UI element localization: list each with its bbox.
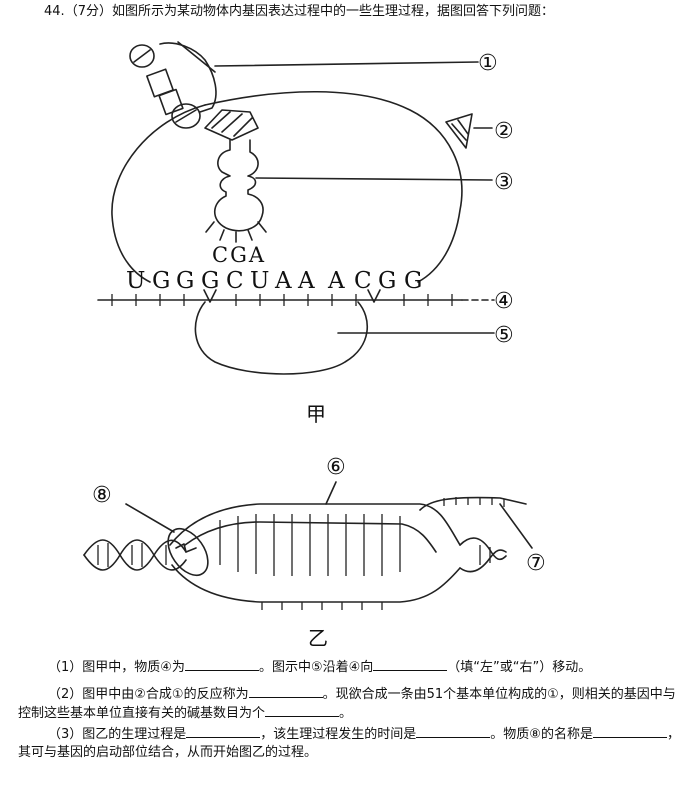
label-5: ⑤ bbox=[494, 323, 514, 348]
q3-text-b: ，该生理过程发生的时间是 bbox=[260, 727, 417, 742]
ribosome-top-arc bbox=[204, 90, 463, 283]
label-1: ① bbox=[478, 51, 498, 76]
mrna-base: G bbox=[201, 268, 219, 294]
rna-inner bbox=[184, 521, 437, 553]
label-6: ⑥ bbox=[326, 455, 346, 480]
question-stem: 44.（7分）如图所示为某动物体内基因表达过程中的一些生理过程，据图回答下列问题… bbox=[18, 2, 678, 21]
figures-svg: CGA U G G G C U A A A C G G ① ② ③ ④ ⑤ ⑥ … bbox=[83, 41, 546, 610]
q1-blank-1[interactable] bbox=[184, 658, 259, 671]
amino-acid-1 bbox=[129, 44, 155, 68]
q1-blank-2[interactable] bbox=[373, 658, 448, 671]
bubble-bottom bbox=[171, 564, 461, 603]
bubble-top bbox=[169, 503, 461, 546]
sub-question-2: （2）图甲中由②合成①的反应称为。现欲合成一条由51个基本单位构成的①，则相关的… bbox=[18, 685, 682, 723]
mrna-base: A bbox=[327, 268, 345, 294]
amino-acid-4 bbox=[171, 103, 201, 129]
mrna-base: A bbox=[297, 268, 315, 294]
question-points: （7分） bbox=[64, 4, 112, 19]
rna-transcript bbox=[419, 496, 527, 511]
q1-text-b: 。图示中⑤沿着④向 bbox=[258, 660, 374, 675]
q3-text-d: ，其可与基因的启动部位结合，从而开始图乙的过程。 bbox=[18, 727, 680, 760]
question-number: 44. bbox=[44, 4, 65, 19]
sub-question-3: （3）图乙的生理过程是 ，该生理过程发生的时间是 。物质⑧的名称是，其可与基因的启动… bbox=[18, 725, 682, 762]
dna-right-strand-a bbox=[459, 537, 507, 561]
q3-text-a: （3）图乙的生理过程是 bbox=[48, 727, 187, 742]
dna-left-strand-b bbox=[83, 539, 187, 571]
mrna-base: U bbox=[250, 268, 269, 294]
q2-text-a: （2）图甲中由②合成①的反应称为 bbox=[48, 687, 249, 702]
mrna-base: G bbox=[152, 268, 170, 294]
figure-b-caption: 乙 bbox=[308, 626, 328, 650]
q3-blank-3[interactable] bbox=[592, 725, 667, 738]
q1-text-a: （1）图甲中，物质④为 bbox=[48, 660, 185, 675]
base-pair-rungs bbox=[97, 497, 505, 610]
label-8: ⑧ bbox=[92, 483, 112, 508]
amino-acid-3 bbox=[158, 88, 184, 116]
q3-blank-1[interactable] bbox=[186, 725, 261, 738]
dna-right-strand-b bbox=[459, 549, 507, 573]
pointer-1 bbox=[214, 61, 479, 67]
figure-a-caption: 甲 bbox=[306, 402, 326, 426]
pointer-3 bbox=[255, 177, 493, 181]
mrna-base: C bbox=[226, 268, 244, 294]
label-4: ④ bbox=[494, 289, 514, 314]
mrna-base: C bbox=[354, 268, 372, 294]
pointer-8 bbox=[125, 503, 175, 533]
trna-anticodon: CGA bbox=[212, 243, 266, 267]
q1-text-c: （填“左”或“右”）移动。 bbox=[447, 660, 592, 675]
peptide-enclosure bbox=[159, 42, 217, 113]
mrna-ticks bbox=[111, 294, 453, 306]
figure-labels: ① ② ③ ④ ⑤ ⑥ ⑦ ⑧ bbox=[92, 51, 546, 576]
q2-blank-1[interactable] bbox=[248, 685, 323, 698]
label-3: ③ bbox=[494, 170, 514, 195]
q2-text-b: 。现欲合成一条由51个基本单位构成的①，则相关的基因中与控制这些基本单位直接有关… bbox=[18, 687, 676, 721]
dna-left-strand-a bbox=[83, 539, 187, 571]
q3-blank-2[interactable] bbox=[416, 725, 491, 738]
question-text: 如图所示为某动物体内基因表达过程中的一些生理过程，据图回答下列问题： bbox=[111, 4, 554, 19]
pointer-6 bbox=[325, 481, 337, 505]
free-amino-acid bbox=[445, 113, 473, 149]
mrna-base: G bbox=[176, 268, 194, 294]
mrna-base: G bbox=[404, 268, 422, 294]
mrna-base: U bbox=[126, 268, 145, 294]
label-2: ② bbox=[494, 119, 514, 144]
mrna-sequence: U G G G C U A A A C G G bbox=[126, 268, 422, 294]
mrna-base: G bbox=[378, 268, 396, 294]
figure-area: CGA U G G G C U A A A C G G ① ② ③ ④ ⑤ ⑥ … bbox=[83, 41, 546, 610]
mrna-base: A bbox=[274, 268, 292, 294]
q2-text-c: 。 bbox=[339, 706, 353, 721]
label-7: ⑦ bbox=[526, 551, 546, 576]
pointer-7 bbox=[499, 503, 533, 549]
trna-head-hatched bbox=[204, 109, 259, 141]
ribosome-large-outline bbox=[111, 104, 206, 283]
trna-body bbox=[213, 139, 264, 232]
q3-text-c: 。物质⑧的名称是 bbox=[490, 727, 593, 742]
anticodon-text: CGA bbox=[212, 243, 266, 267]
sub-questions: （1）图甲中，物质④为 。图示中⑤沿着④向 （填“左”或“右”）移动。 （2）图甲中… bbox=[18, 658, 682, 770]
q2-blank-2[interactable] bbox=[265, 704, 340, 717]
sub-question-1: （1）图甲中，物质④为 。图示中⑤沿着④向 （填“左”或“右”）移动。 bbox=[18, 658, 682, 677]
ribosome-small-subunit bbox=[194, 301, 369, 375]
